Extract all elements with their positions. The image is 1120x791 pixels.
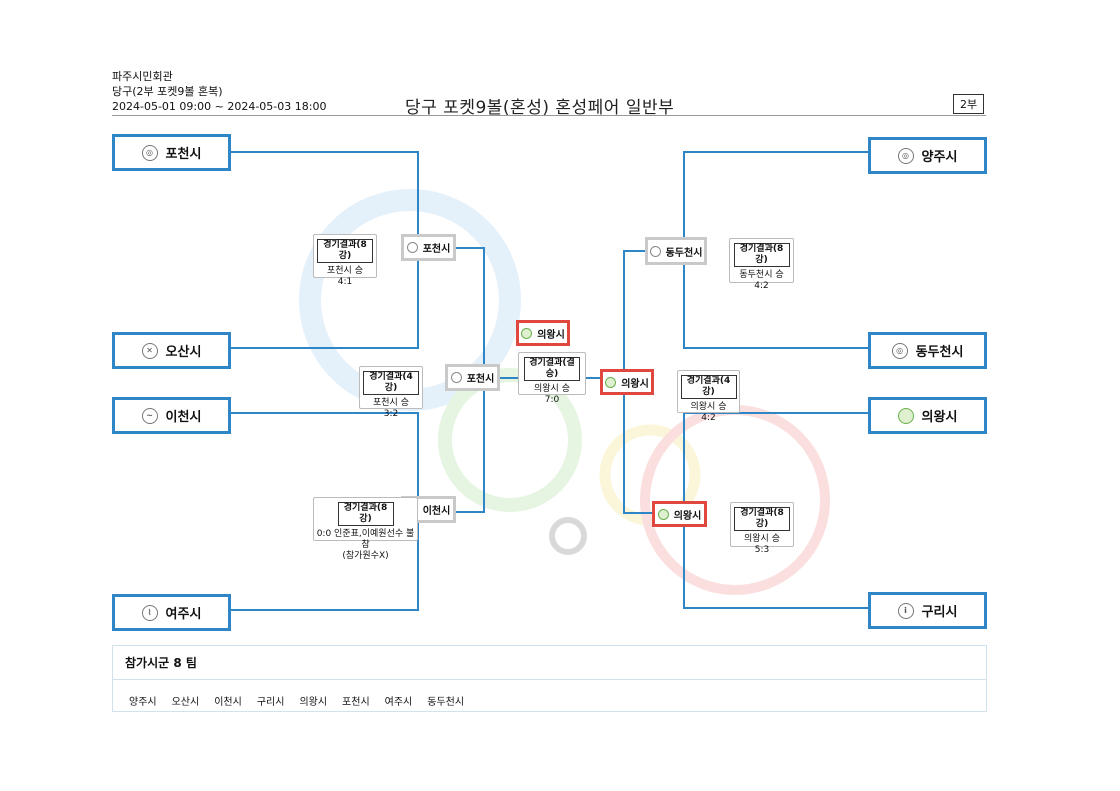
city-emblem-icon: [521, 327, 533, 339]
city-emblem-icon: [897, 407, 914, 424]
champion-box[interactable]: 의왕시: [516, 320, 570, 346]
result-left-r1-bottom: 경기결과(8강) 0:0 인준표,이예원선수 불참 (참가원수X): [313, 497, 418, 561]
city-emblem-icon: [406, 242, 418, 253]
winner-right-r1-bottom[interactable]: 의왕시: [652, 501, 707, 527]
participants-list: 양주시 오산시 이천시 구리시 의왕시 포천시 여주시 동두천시: [113, 680, 986, 721]
result-final: 경기결과(결승) 의왕시 승 7:0: [518, 352, 586, 405]
winner-right-r1-top[interactable]: 동두천시: [645, 237, 707, 265]
team-left-1[interactable]: ◎ 포천시: [112, 134, 231, 171]
event-name: 당구(2부 포켓9볼 혼복): [112, 85, 223, 98]
city-emblem-icon: [450, 372, 462, 383]
participants-panel: 참가시군 8 팀 양주시 오산시 이천시 구리시 의왕시 포천시 여주시 동두천…: [112, 645, 987, 712]
city-emblem-icon: [605, 376, 617, 388]
winner-left-r1-top[interactable]: 포천시: [401, 234, 456, 261]
result-right-r1-top: 경기결과(8강) 동두천시 승 4:2: [729, 238, 794, 291]
participant-item: 양주시: [129, 697, 157, 708]
city-emblem-icon: ✕: [141, 342, 158, 359]
team-left-4[interactable]: ⌇ 여주시: [112, 594, 231, 631]
city-emblem-icon: [649, 245, 661, 257]
city-emblem-icon: ~: [141, 407, 158, 424]
participant-item: 구리시: [256, 697, 285, 708]
participant-item: 동두천시: [427, 697, 465, 708]
result-right-r1-bottom: 경기결과(8강) 의왕시 승 5:3: [730, 502, 794, 555]
team-right-4[interactable]: i 구리시: [868, 592, 987, 629]
result-left-r1-top: 경기결과(8강) 포천시 승 4:1: [313, 234, 377, 287]
city-emblem-icon: ⌇: [141, 604, 158, 621]
team-right-1[interactable]: ◎ 양주시: [868, 137, 987, 174]
participant-item: 포천시: [342, 697, 370, 708]
venue: 파주시민회관: [112, 70, 173, 83]
division-badge: 2부: [953, 94, 985, 114]
page-title: 당구 포켓9볼(혼성) 혼성페어 일반부: [405, 98, 675, 118]
city-emblem-icon: ◎: [141, 144, 158, 161]
event-dates: 2024-05-01 09:00 ~ 2024-05-03 18:00: [112, 100, 327, 113]
team-left-3[interactable]: ~ 이천시: [112, 397, 231, 434]
participant-item: 의왕시: [299, 697, 328, 708]
participant-item: 여주시: [384, 697, 413, 708]
team-left-2[interactable]: ✕ 오산시: [112, 332, 231, 369]
winner-right-semi[interactable]: 의왕시: [600, 369, 654, 395]
team-right-3[interactable]: 의왕시: [868, 397, 987, 434]
team-right-2[interactable]: ◎ 동두천시: [868, 332, 987, 369]
winner-left-semi[interactable]: 포천시: [445, 364, 500, 391]
city-emblem-icon: i: [897, 602, 914, 619]
result-left-semi: 경기결과(4강) 포천시 승 3:2: [359, 366, 423, 419]
city-emblem-icon: [657, 508, 669, 520]
participant-item: 이천시: [214, 697, 242, 708]
participant-item: 오산시: [171, 697, 200, 708]
result-right-semi: 경기결과(4강) 의왕시 승 4:2: [677, 370, 740, 423]
city-emblem-icon: ◎: [891, 342, 908, 359]
participants-title: 참가시군 8 팀: [113, 646, 986, 680]
header-divider: [112, 115, 986, 116]
city-emblem-icon: ◎: [897, 147, 914, 164]
